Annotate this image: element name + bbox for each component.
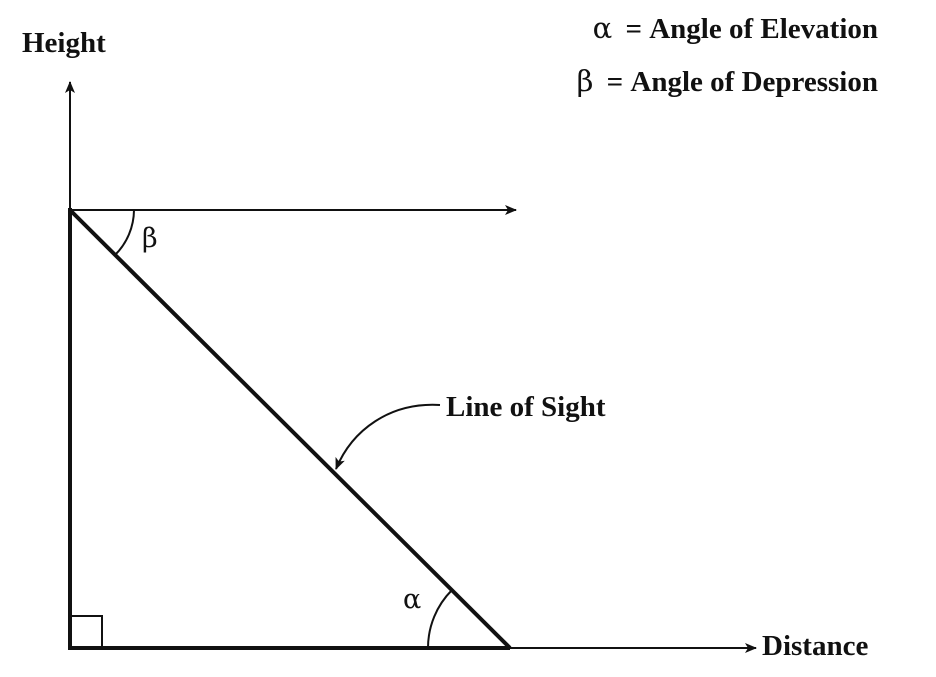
- legend-beta-row: β = Angle of Depression: [577, 64, 878, 98]
- legend-beta-symbol: β: [577, 64, 594, 98]
- distance-label: Distance: [762, 630, 868, 662]
- alpha-angle-label: α: [403, 584, 421, 615]
- legend: α = Angle of Elevation β = Angle of Depr…: [577, 11, 878, 98]
- legend-alpha-symbol: α: [593, 11, 613, 45]
- right-angle-marker: [72, 615, 103, 646]
- alpha-arc: [426, 589, 453, 649]
- legend-beta-text: = Angle of Depression: [607, 66, 878, 98]
- callout-arrow: [335, 403, 441, 470]
- line-of-sight-label: Line of Sight: [446, 391, 606, 423]
- beta-arc: [114, 209, 135, 256]
- line-of-sight: [68, 208, 512, 650]
- height-label: Height: [22, 27, 106, 59]
- legend-alpha-row: α = Angle of Elevation: [593, 11, 878, 45]
- legend-alpha-text: = Angle of Elevation: [625, 13, 878, 45]
- beta-angle-label: β: [142, 223, 158, 254]
